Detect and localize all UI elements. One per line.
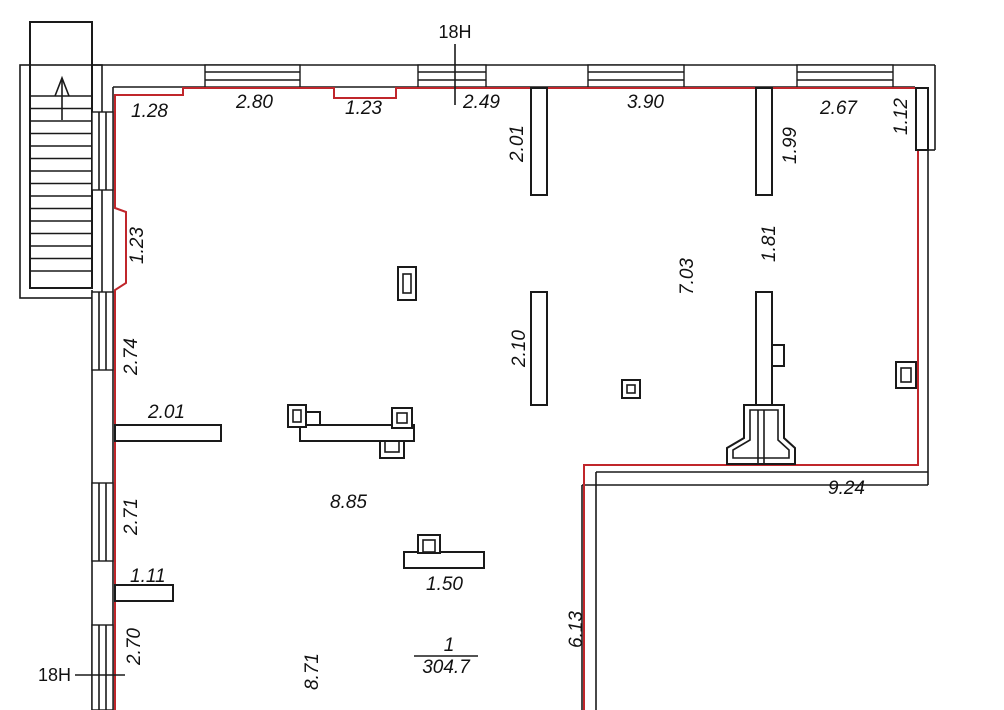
- room-boundary: [114, 87, 919, 710]
- dim-8-71: 8.71: [302, 653, 323, 690]
- axis-label-top: 18H: [438, 22, 471, 42]
- dim-2-49: 2.49: [462, 92, 500, 113]
- dim-3-90: 3.90: [627, 92, 664, 113]
- dim-1-23-left: 1.23: [127, 227, 148, 264]
- dim-1-28: 1.28: [131, 101, 168, 122]
- windows-left: [91, 111, 114, 710]
- room-area: 304.7: [422, 657, 471, 678]
- dim-1-99: 1.99: [780, 127, 801, 164]
- dim-1-81: 1.81: [759, 225, 780, 262]
- room-number: 1: [444, 635, 455, 656]
- dim-2-70: 2.70: [124, 628, 145, 666]
- axis-marker-top: 18H: [438, 22, 472, 105]
- dim-2-01-vert: 2.01: [507, 125, 528, 163]
- dim-2-74: 2.74: [121, 338, 142, 376]
- dimension-labels-vertical: 1.12 2.01 1.99 1.23 1.81 7.03 2.10 2.74 …: [121, 98, 912, 690]
- column-symbols: [287, 266, 917, 554]
- column-t-shape: [726, 404, 796, 465]
- dim-9-24: 9.24: [828, 478, 865, 499]
- dim-2-10: 2.10: [509, 330, 530, 368]
- staircase: [19, 21, 103, 299]
- dim-1-23-top: 1.23: [345, 98, 382, 119]
- dim-8-85: 8.85: [330, 492, 367, 513]
- room-label: 1 304.7: [414, 635, 478, 678]
- dimension-labels: 1.28 2.80 1.23 2.49 3.90 2.67 2.01 8.85 …: [130, 92, 865, 595]
- dim-1-11: 1.11: [130, 566, 166, 587]
- stair-arrow-head: [54, 75, 70, 97]
- dim-2-80: 2.80: [235, 92, 273, 113]
- dim-2-71: 2.71: [121, 498, 142, 536]
- stair-steps: [30, 95, 92, 272]
- dim-1-12: 1.12: [891, 98, 912, 135]
- windows-top: [204, 64, 894, 88]
- dim-2-01-horiz: 2.01: [147, 402, 185, 423]
- axis-label-left: 18H: [38, 665, 71, 685]
- partitions: [114, 87, 929, 602]
- dim-1-50: 1.50: [426, 574, 463, 595]
- dim-2-67: 2.67: [819, 98, 858, 119]
- dim-6-13: 6.13: [566, 611, 587, 648]
- axis-marker-left: 18H: [38, 665, 125, 685]
- dim-7-03: 7.03: [677, 258, 698, 295]
